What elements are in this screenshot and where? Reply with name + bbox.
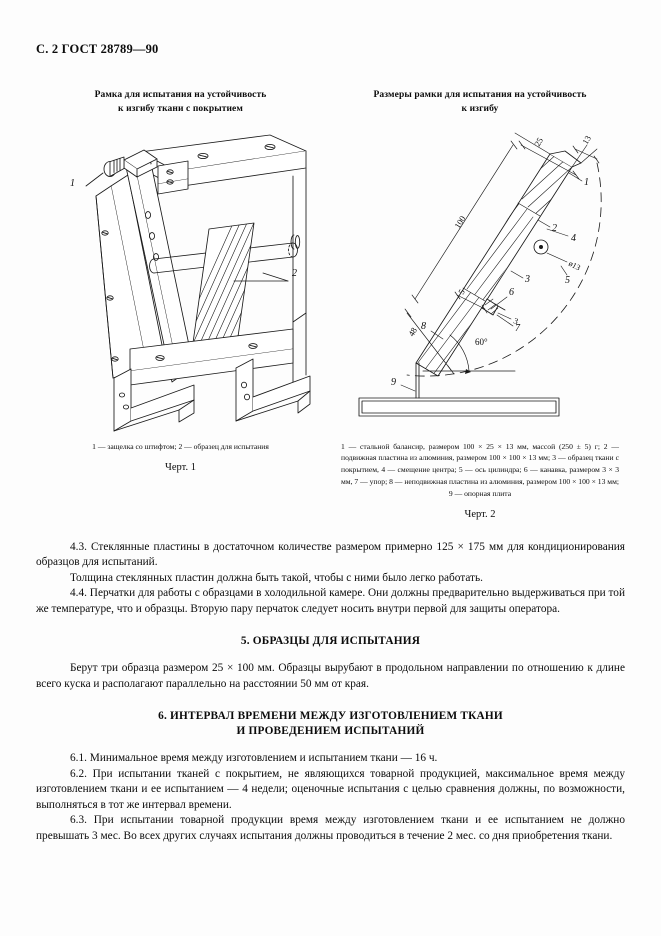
figure-2-callout-2: 2 — [552, 223, 557, 234]
figure-2-callout-7: 7 — [515, 323, 521, 334]
figure-2-legend: 1 — стальной балансир, размером 100 × 25… — [335, 441, 625, 500]
figure-1-number: Черт. 1 — [165, 462, 196, 474]
swing-arc — [406, 162, 602, 376]
base-plate — [358, 397, 560, 416]
groove-detail — [481, 298, 499, 315]
dim-60-degrees: 60° — [475, 337, 488, 347]
figure-2-callout-9: 9 — [391, 377, 396, 388]
figure-2-legend-text: 1 — стальной балансир, размером 100 × 25… — [341, 441, 619, 498]
frame-dimensions-drawing: 25 13 100 48 5 ø13 3 60° 1 2 3 4 5 6 7 — [358, 132, 602, 416]
figure-1-drawing: 1 2 — [48, 123, 314, 435]
test-frame-isometric-drawing: 1 2 — [70, 134, 310, 431]
dim-diameter-13: ø13 — [567, 258, 582, 272]
dim-5: 5 — [456, 287, 467, 296]
figure-2-title: Размеры рамки для испытания на устойчиво… — [374, 88, 587, 117]
dim-48: 48 — [406, 325, 419, 337]
section-6-heading-line1: 6. ИНТЕРВАЛ ВРЕМЕНИ МЕЖДУ ИЗГОТОВЛЕНИЕМ … — [158, 710, 503, 723]
paragraph-4-4: 4.4. Перчатки для работы с образцами в х… — [36, 587, 625, 615]
paragraph-5: Берут три образца размером 25 × 100 мм. … — [36, 662, 625, 690]
figure-2-callout-8: 8 — [421, 321, 426, 332]
dimension-lines — [404, 132, 600, 374]
figure-1: Рамка для испытания на устойчивость к из… — [36, 88, 325, 520]
figure-1-callout-2: 2 — [292, 268, 297, 279]
body-text: 4.3. Стеклянные пластины в достаточном к… — [36, 540, 625, 844]
balance-arm-body — [415, 150, 582, 376]
figure-1-title-line1: Рамка для испытания на устойчивость — [94, 90, 267, 100]
section-6-heading-line2: И ПРОВЕДЕНИЕМ ИСПЫТАНИЙ — [236, 725, 425, 738]
figure-1-callout-1: 1 — [70, 178, 75, 189]
latch-with-pin — [103, 149, 157, 177]
paragraph-4-3: 4.3. Стеклянные пластины в достаточном к… — [36, 541, 625, 569]
dim-25: 25 — [532, 135, 545, 147]
dim-3: 3 — [512, 315, 519, 326]
figure-2-callout-3: 3 — [524, 274, 530, 285]
figure-2-title-line1: Размеры рамки для испытания на устойчиво… — [373, 90, 587, 100]
left-base-leg — [113, 368, 194, 431]
figure-2-callout-5: 5 — [565, 275, 570, 286]
dim-13: 13 — [580, 133, 593, 145]
figure-2-title-line2: к изгибу — [461, 104, 499, 115]
figure-2-callout-6: 6 — [509, 287, 514, 298]
figures-row: Рамка для испытания на устойчивость к из… — [36, 88, 625, 520]
figure-1-legend-text: 1 — защелка со штифтом; 2 — образец для … — [92, 441, 269, 451]
support-post — [415, 362, 420, 398]
right-base-leg — [235, 358, 310, 421]
mounting-bracket — [157, 160, 188, 194]
cylinder-axis — [533, 239, 549, 254]
figure-2-number: Черт. 2 — [464, 509, 496, 521]
figure-1-title: Рамка для испытания на устойчивость к из… — [95, 88, 267, 117]
figure-2: Размеры рамки для испытания на устойчиво… — [335, 88, 625, 520]
figure-1-legend: 1 — защелка со штифтом; 2 — образец для … — [86, 441, 275, 453]
figure-1-title-line2: к изгибу ткани с покрытием — [118, 104, 243, 115]
figure-2-drawing: 25 13 100 48 5 ø13 3 60° 1 2 3 4 5 6 7 — [335, 123, 625, 435]
paragraph-6-3: 6.3. При испытании товарной продукции вр… — [36, 814, 625, 842]
paragraph-6-1: 6.1. Минимальное время между изготовлени… — [70, 752, 438, 765]
angle-indicator — [422, 334, 516, 374]
figure-2-callout-leaders — [400, 172, 583, 391]
dim-100: 100 — [452, 213, 467, 229]
section-5-heading: 5. ОБРАЗЦЫ ДЛЯ ИСПЫТАНИЯ — [240, 635, 421, 648]
figure-2-callout-4: 4 — [571, 233, 576, 244]
callout-leaders — [85, 172, 288, 281]
paragraph-6-2: 6.2. При испытании тканей с покрытием, н… — [36, 767, 625, 811]
section-6-heading: 6. ИНТЕРВАЛ ВРЕМЕНИ МЕЖДУ ИЗГОТОВЛЕНИЕМ … — [36, 709, 625, 739]
figure-2-callout-1: 1 — [584, 177, 589, 188]
paragraph-4-3-b: Толщина стеклянных пластин должна быть т… — [70, 571, 483, 584]
running-head: С. 2 ГОСТ 28789—90 — [36, 42, 159, 56]
stop-block — [497, 305, 506, 310]
